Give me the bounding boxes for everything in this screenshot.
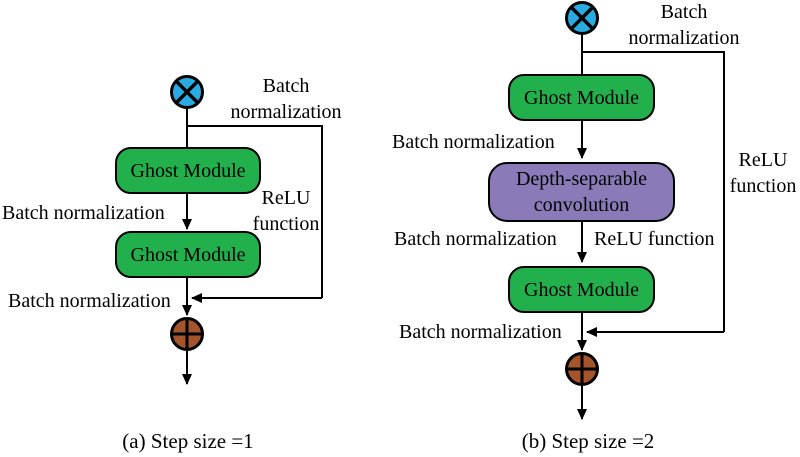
node-label: Ghost Module [524, 86, 639, 109]
multiply-icon [170, 75, 204, 109]
node-label: Ghost Module [524, 278, 639, 301]
label-batch-normalization-top-b: Batch normalization [628, 1, 740, 49]
label-relu-function-side-b: ReLU function [729, 149, 797, 197]
label-batch-normalization-1-b: Batch normalization [392, 131, 555, 153]
add-icon [170, 317, 204, 351]
panel-a-wires [182, 107, 323, 385]
panel-b-wires [577, 33, 725, 420]
node-label: Ghost Module [130, 159, 246, 182]
label-batch-normalization-mid-a: Batch normalization [2, 202, 165, 224]
label-batch-normalization-2-b: Batch normalization [394, 228, 557, 250]
node-ghost-module-b2: Ghost Module [508, 266, 655, 313]
add-icon [565, 352, 599, 386]
multiply-icon-cross [175, 80, 199, 104]
label-batch-normalization-top-a: Batch normalization [230, 75, 342, 123]
label-batch-normalization-bottom-a: Batch normalization [8, 290, 171, 312]
caption-step-size-2: (b) Step size =2 [521, 429, 655, 453]
label-relu-function-a: ReLU function [252, 187, 320, 235]
label-relu-function-mid-b: ReLU function [594, 228, 715, 250]
caption-step-size-1: (a) Step size =1 [122, 429, 254, 453]
node-ghost-module-b1: Ghost Module [508, 74, 655, 121]
node-depth-separable-convolution: Depth-separable convolution [488, 162, 675, 222]
multiply-icon-cross [570, 6, 594, 30]
multiply-icon [565, 1, 599, 35]
node-label: Depth-separable convolution [515, 168, 648, 216]
label-batch-normalization-bottom-b: Batch normalization [399, 321, 562, 343]
node-ghost-module-a2: Ghost Module [115, 231, 261, 278]
node-label: Ghost Module [130, 243, 246, 266]
node-ghost-module-a1: Ghost Module [115, 147, 261, 194]
